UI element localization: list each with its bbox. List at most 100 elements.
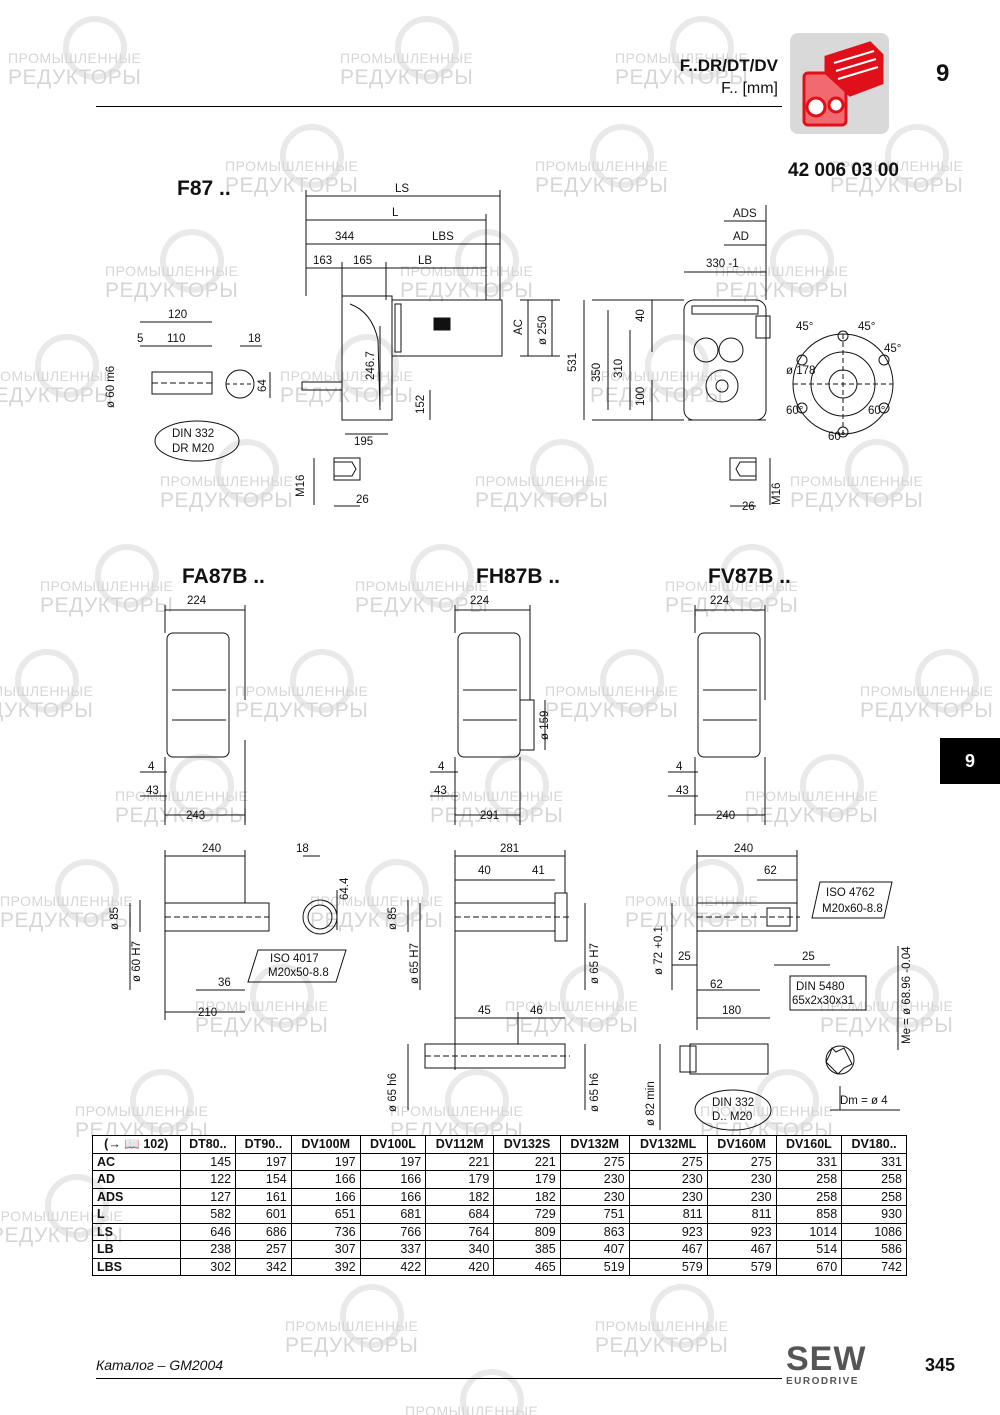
dim-d82: ø 82 min [645, 1081, 657, 1126]
table-cell: 751 [559, 1205, 630, 1224]
dim-120: 120 [168, 309, 187, 321]
dim-240: 240 [202, 843, 221, 855]
table-cell: 766 [359, 1222, 427, 1241]
table-cell: 166 [359, 1187, 427, 1206]
dim-195: 195 [354, 436, 373, 448]
dim-110: 110 [167, 333, 185, 345]
table-cell: 258 [775, 1170, 843, 1189]
table-cell: 736 [290, 1222, 361, 1241]
table-cell: 742 [841, 1257, 907, 1276]
dim-26-side: 26 [742, 501, 755, 513]
dim-100: 100 [635, 387, 647, 406]
dim-40: 40 [478, 865, 491, 877]
row-label: AC [92, 1152, 181, 1171]
row-label: ADS [92, 1187, 181, 1206]
footer-divider [96, 1378, 782, 1379]
angle-60-c: 60° [828, 431, 845, 443]
table-cell: 166 [359, 1170, 427, 1189]
note-dr-m20: DR M20 [172, 443, 214, 455]
table-cell: 302 [179, 1257, 237, 1276]
angle-45-c: 45° [884, 343, 901, 355]
dim-d65h7: ø 65 H7 [409, 943, 421, 984]
page-title: F..DR/DT/DV [679, 56, 778, 75]
table-cell: 230 [559, 1187, 630, 1206]
table-cell: 161 [235, 1187, 292, 1206]
dim-25-a: 25 [678, 951, 691, 963]
table-cell: 307 [290, 1240, 361, 1259]
gearmotor-icon [790, 33, 889, 134]
drawing-number: 42 006 03 00 [788, 160, 899, 181]
dim-165: 165 [353, 255, 372, 267]
table-cell: 179 [425, 1170, 495, 1189]
table-cell: 407 [559, 1240, 630, 1259]
table-header-cell: DV112M [425, 1135, 495, 1154]
table-cell: 275 [706, 1152, 777, 1171]
chapter-tab[interactable]: 9 [940, 738, 1000, 784]
table-cell: 154 [235, 1170, 292, 1189]
table-cell: 586 [841, 1240, 907, 1259]
note-iso4017: ISO 4017 [270, 953, 319, 965]
table-cell: 729 [493, 1205, 561, 1224]
dim-281: 281 [500, 843, 519, 855]
dim-224: 224 [187, 595, 207, 607]
table-cell: 127 [179, 1187, 237, 1206]
table-header-cell: DV100M [290, 1135, 361, 1154]
dim-ls: LS [395, 183, 409, 195]
table-cell: 385 [493, 1240, 561, 1259]
table-cell: 514 [775, 1240, 843, 1259]
dim-350: 350 [591, 363, 603, 382]
row-label: LB [92, 1240, 181, 1259]
dim-531: 531 [567, 353, 579, 372]
row-label: L [92, 1205, 181, 1224]
table-cell: 331 [775, 1152, 843, 1171]
dim-243: 243 [186, 810, 205, 822]
table-cell: 681 [359, 1205, 427, 1224]
table-header-cell: DV132M [559, 1135, 630, 1154]
table-cell: 337 [359, 1240, 427, 1259]
dim-26: 26 [356, 494, 369, 506]
dim-d65h7-right: ø 65 H7 [589, 943, 601, 984]
table-cell: 230 [706, 1170, 777, 1189]
table-cell: 166 [290, 1170, 361, 1189]
table-cell: 930 [841, 1205, 907, 1224]
table-cell: 197 [290, 1152, 361, 1171]
table-cell: 258 [775, 1187, 843, 1206]
table-cell: 257 [235, 1240, 292, 1259]
table-cell: 275 [628, 1152, 708, 1171]
table-cell: 340 [425, 1240, 495, 1259]
table-cell: 275 [559, 1152, 630, 1171]
dim-ac: AC [513, 319, 525, 335]
table-header-cell: DV180.. [841, 1135, 907, 1154]
dim-l: L [392, 207, 399, 219]
table-cell: 1086 [841, 1222, 907, 1241]
dim-25-b: 25 [802, 951, 815, 963]
dim-4: 4 [148, 761, 155, 773]
table-cell: 863 [559, 1222, 630, 1241]
table-cell: 230 [628, 1170, 708, 1189]
table-row: ADS 127 161 166 166 182 182 230 230 230 … [92, 1187, 907, 1206]
dim-224: 224 [470, 595, 490, 607]
table-cell: 342 [235, 1257, 292, 1276]
angle-45-b: 45° [858, 321, 875, 333]
note-din332: DIN 332 [712, 1097, 754, 1109]
dim-4: 4 [438, 761, 445, 773]
section-title-fh87b: FH87B .. [476, 565, 561, 588]
note-dm20: D.. M20 [712, 1111, 752, 1123]
dim-40: 40 [635, 309, 647, 322]
dim-d178: ø 178 [786, 365, 815, 377]
table-cell: 601 [235, 1205, 292, 1224]
dim-lb: LB [418, 255, 432, 267]
table-row: AC 145 197 197 197 221 221 275 275 275 3… [92, 1152, 907, 1171]
table-cell: 582 [179, 1205, 237, 1224]
table-header-cell: DV160L [775, 1135, 843, 1154]
table-cell: 646 [179, 1222, 237, 1241]
dim-4: 4 [676, 761, 683, 773]
dim-me: Me = ø 68.96 -0.04 [901, 946, 913, 1044]
brand-logo: SEW EURODRIVE [786, 1342, 866, 1387]
dim-210: 210 [198, 1007, 217, 1019]
dimension-table: (→ 📖 102) DT80.. DT90.. DV100M DV100L DV… [92, 1135, 907, 1276]
table-cell: 221 [493, 1152, 561, 1171]
dim-18: 18 [248, 333, 261, 345]
table-header-cell[interactable]: (→ 📖 102) [92, 1135, 181, 1154]
table-cell: 166 [290, 1187, 361, 1206]
